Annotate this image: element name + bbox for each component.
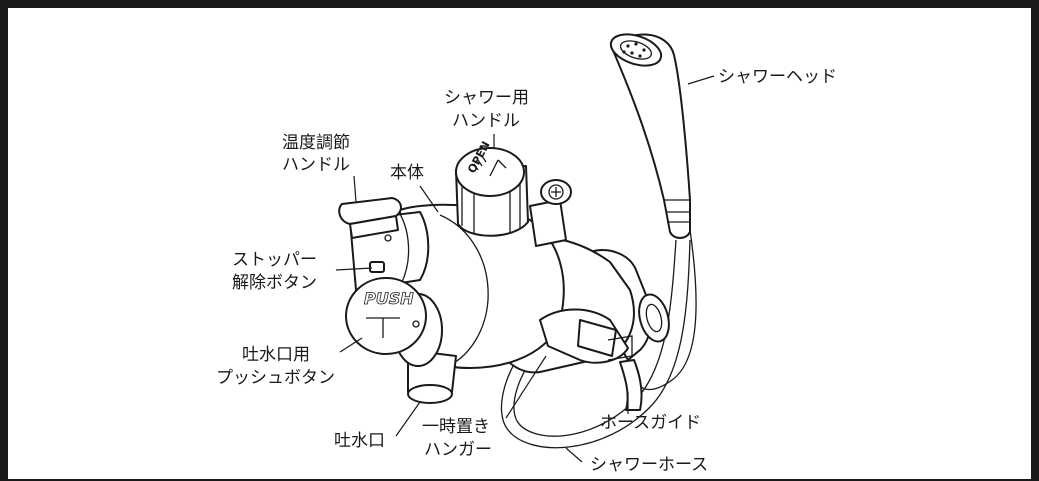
leader-hanger bbox=[505, 355, 547, 419]
label-shower-handle-line1: シャワー用 bbox=[444, 88, 529, 108]
leader-body bbox=[419, 185, 439, 213]
label-spout: 吐水口 bbox=[334, 431, 385, 451]
label-temp-handle-line1: 温度調節 bbox=[282, 133, 350, 153]
label-body: 本体 bbox=[390, 163, 424, 183]
label-shower-head: シャワーヘッド bbox=[718, 67, 837, 87]
leader-temp-handle bbox=[353, 175, 357, 203]
push-mark: PUSH bbox=[364, 289, 414, 308]
leader-lines bbox=[335, 75, 715, 463]
callout-labels: 温度調節 ハンドル 本体 シャワー用 ハンドル シャワーヘッド ストッパー 解除… bbox=[216, 67, 837, 475]
leader-stopper bbox=[335, 267, 373, 271]
label-push-line1: 吐水口用 bbox=[242, 345, 310, 365]
leader-hose bbox=[565, 447, 583, 463]
label-stopper-line1: ストッパー bbox=[232, 250, 317, 270]
shower-head-drawing bbox=[609, 33, 691, 239]
leader-shower-head bbox=[687, 75, 715, 85]
leader-push bbox=[339, 337, 363, 353]
label-temp-handle-line2: ハンドル bbox=[282, 155, 350, 175]
label-shower-hose: シャワーホース bbox=[590, 455, 708, 475]
label-stopper-line2: 解除ボタン bbox=[232, 273, 317, 293]
label-shower-handle-line2: ハンドル bbox=[452, 111, 520, 131]
label-hose-guide: ホースガイド bbox=[600, 413, 701, 433]
label-hanger-line1: 一時置き bbox=[422, 417, 490, 437]
push-button-drawing: PUSH bbox=[345, 277, 443, 367]
label-push-line2: プッシュボタン bbox=[216, 368, 335, 388]
leader-spout bbox=[395, 401, 421, 437]
hanger-drawing bbox=[539, 308, 633, 364]
shower-handle-drawing: OPEN bbox=[455, 139, 529, 237]
label-hanger-line2: ハンガー bbox=[424, 440, 492, 460]
